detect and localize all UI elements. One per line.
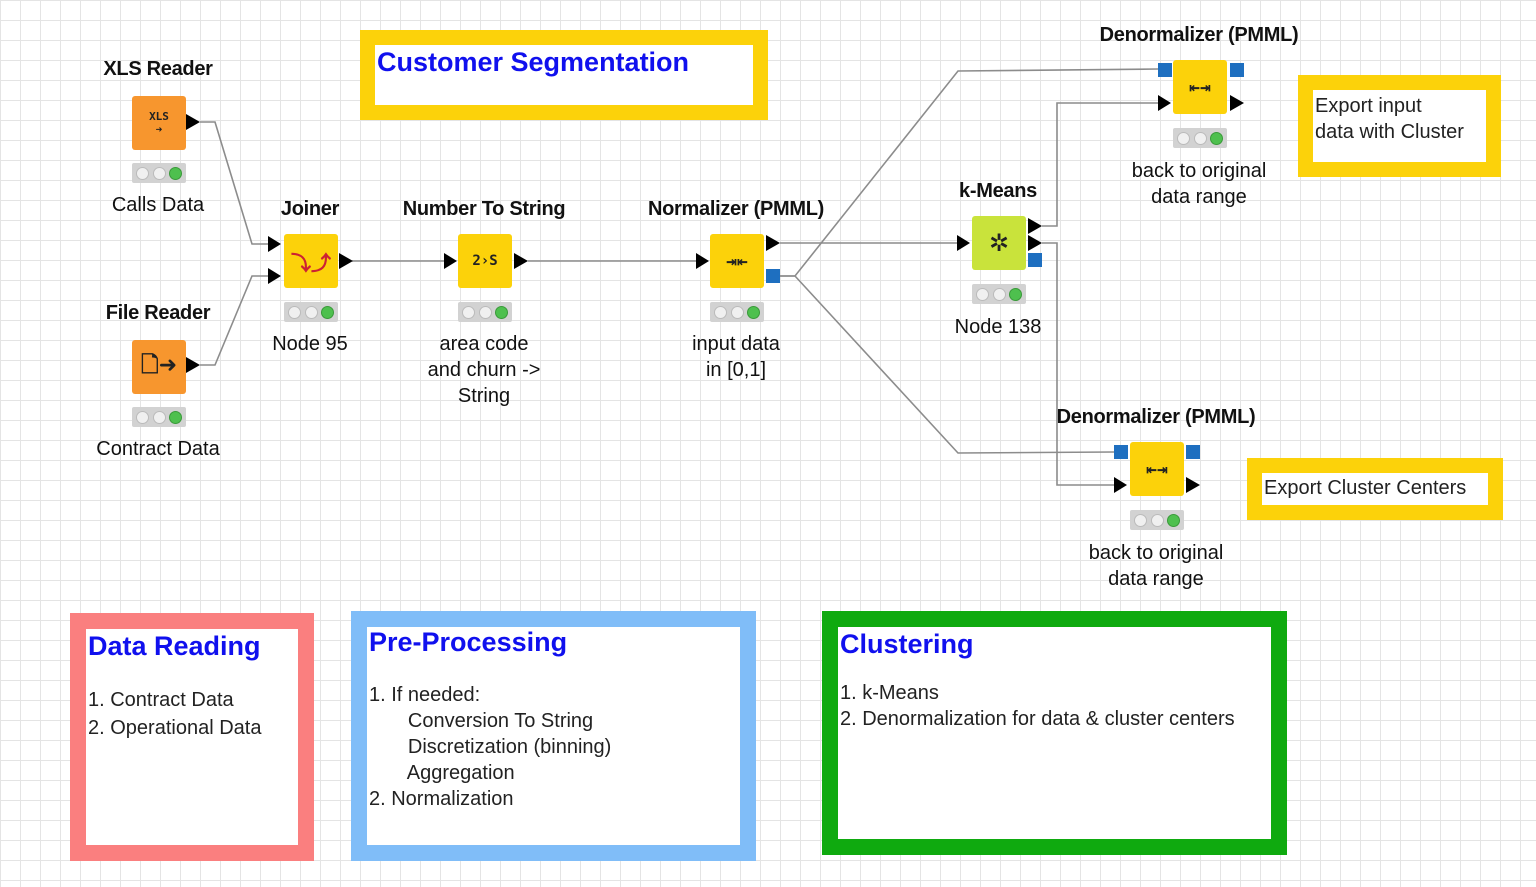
annotation-data-reading[interactable]: Data Reading 1. Contract Data 2. Operati… xyxy=(70,613,314,861)
normalizer-icon[interactable]: ⇥⇤ xyxy=(710,234,764,288)
file-reader-icon[interactable]: 🗋➜ xyxy=(132,340,186,394)
annotation-pre-processing[interactable]: Pre-Processing 1. If needed: Conversion … xyxy=(351,611,756,861)
node-caption[interactable]: back to original data range xyxy=(1088,542,1224,590)
annotation-text: Export Cluster Centers xyxy=(1264,477,1467,499)
annotation-customer-segmentation[interactable]: Customer Segmentation xyxy=(360,30,768,120)
model-out-port[interactable] xyxy=(766,269,780,283)
status-light xyxy=(458,302,512,322)
annotation-heading: Data Reading xyxy=(88,631,261,661)
annotation-heading: Customer Segmentation xyxy=(377,47,690,77)
node-title: Joiner xyxy=(280,198,340,220)
in-port[interactable] xyxy=(268,268,281,284)
annotation-export-input[interactable]: Export input data with Cluster xyxy=(1298,75,1501,177)
model-in-port[interactable] xyxy=(1158,63,1172,77)
node-caption[interactable]: Calls Data xyxy=(111,194,205,216)
model-out-port[interactable] xyxy=(1230,63,1244,77)
out-port[interactable] xyxy=(1028,235,1042,251)
status-light xyxy=(132,163,186,183)
out-port[interactable] xyxy=(1230,95,1244,111)
status-light xyxy=(1130,510,1184,530)
node-caption[interactable]: back to original data range xyxy=(1131,160,1267,208)
in-port[interactable] xyxy=(957,235,970,251)
out-port[interactable] xyxy=(339,253,353,269)
model-out-port[interactable] xyxy=(1028,253,1042,267)
status-light xyxy=(132,407,186,427)
wire-kmeans-denorm2 xyxy=(1042,242,1114,486)
in-port[interactable] xyxy=(696,253,709,269)
out-port[interactable] xyxy=(1186,477,1200,493)
in-port[interactable] xyxy=(1158,95,1171,111)
wire-xls-joiner xyxy=(200,121,268,245)
out-port[interactable] xyxy=(766,235,780,251)
node-caption[interactable]: area code and churn -> String xyxy=(427,333,541,407)
node-title: k-Means xyxy=(959,180,1037,202)
node-title: Denormalizer (PMML) xyxy=(1056,406,1256,428)
model-out-port[interactable] xyxy=(1186,445,1200,459)
xls-reader-icon[interactable]: XLS ➜ xyxy=(132,96,186,150)
annotation-text: 1. k-Means 2. Denormalization for data &… xyxy=(840,682,1235,730)
in-port[interactable] xyxy=(444,253,457,269)
status-light xyxy=(710,302,764,322)
out-port[interactable] xyxy=(186,114,200,130)
in-port[interactable] xyxy=(268,236,281,252)
node-title: Denormalizer (PMML) xyxy=(1099,24,1299,46)
status-light xyxy=(972,284,1026,304)
annotation-export-centers[interactable]: Export Cluster Centers xyxy=(1247,458,1503,520)
out-port[interactable] xyxy=(186,357,200,373)
node-title: Number To String xyxy=(402,198,566,220)
node-caption[interactable]: Node 138 xyxy=(954,316,1042,338)
status-light xyxy=(284,302,338,322)
annotation-heading: Clustering xyxy=(840,629,974,659)
node-caption[interactable]: Contract Data xyxy=(96,438,220,460)
number-to-string-icon[interactable]: 2›S xyxy=(458,234,512,288)
node-title: XLS Reader xyxy=(103,58,213,80)
denormalizer-icon[interactable]: ⇤⇥ xyxy=(1130,442,1184,496)
node-title: File Reader xyxy=(105,302,211,324)
annotation-heading: Pre-Processing xyxy=(369,627,568,657)
out-port[interactable] xyxy=(1028,218,1042,234)
kmeans-icon[interactable]: ✲ xyxy=(972,216,1026,270)
model-in-port[interactable] xyxy=(1114,445,1128,459)
annotation-clustering[interactable]: Clustering 1. k-Means 2. Denormalization… xyxy=(822,611,1287,855)
annotation-text: 1. If needed: Conversion To String Discr… xyxy=(369,684,612,810)
node-caption[interactable]: Node 95 xyxy=(272,333,348,355)
out-port[interactable] xyxy=(514,253,528,269)
joiner-icon[interactable]: ⤵⤴ xyxy=(284,234,338,288)
denormalizer-icon[interactable]: ⇤⇥ xyxy=(1173,60,1227,114)
status-light xyxy=(1173,128,1227,148)
annotation-text: Export input data with Cluster xyxy=(1315,95,1464,143)
annotation-text: 1. Contract Data 2. Operational Data xyxy=(88,689,262,739)
node-title: Normalizer (PMML) xyxy=(647,198,825,220)
node-caption[interactable]: input data in [0,1] xyxy=(692,333,780,381)
in-port[interactable] xyxy=(1114,477,1127,493)
